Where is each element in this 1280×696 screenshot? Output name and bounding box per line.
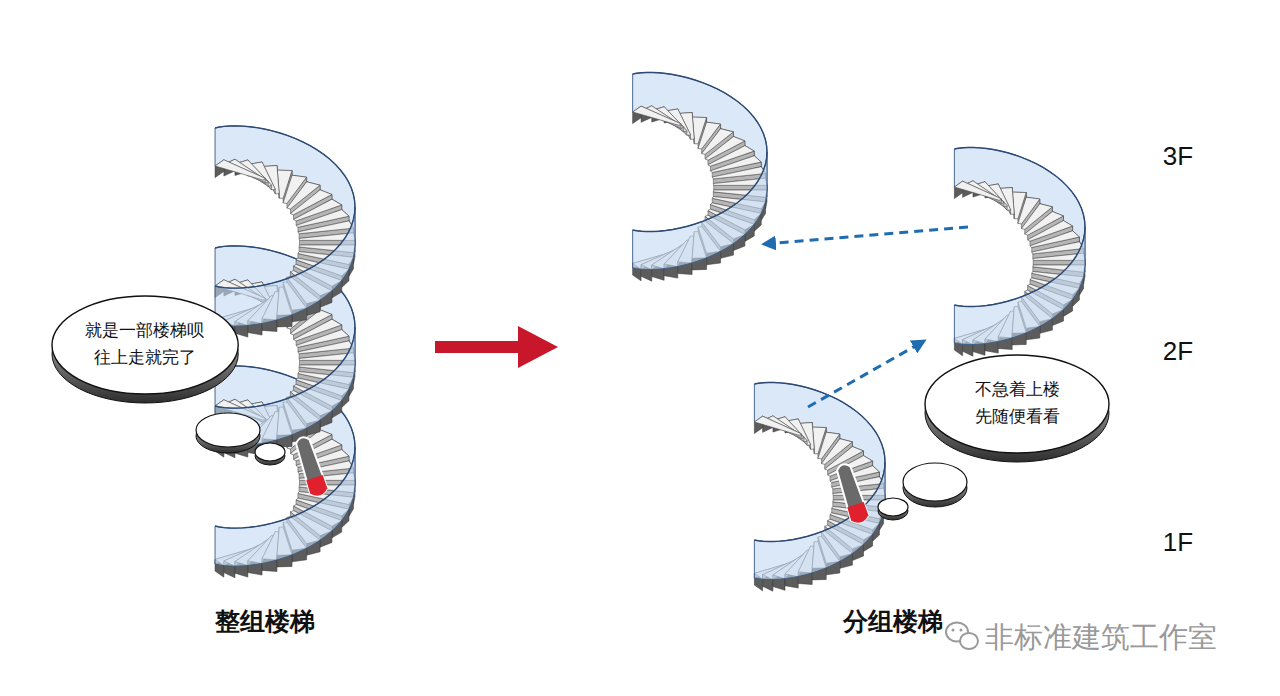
overlay (196, 227, 978, 649)
glass-balustrade (754, 382, 885, 500)
glass-rim (954, 227, 1085, 307)
glass-balustrade (215, 207, 355, 326)
floor-label: 1F (1163, 527, 1193, 558)
bubble-text: 不急着上楼 先随便看看 (949, 376, 1085, 430)
floor-label: 2F (1163, 336, 1193, 367)
glass-rim (754, 462, 885, 542)
step-tread (298, 221, 354, 234)
speech-bubble: 不急着上楼 先随便看看 (923, 353, 1111, 465)
glass-rim (754, 382, 885, 462)
glass-rim (215, 447, 355, 528)
stair-step (754, 416, 801, 438)
glass-balustrade (754, 462, 885, 580)
stair-step (633, 106, 681, 128)
glass-balustrade (954, 227, 1085, 345)
glass-balustrade (215, 447, 355, 566)
glass-rim (215, 126, 355, 207)
speech-bubble: 就是一部楼梯呗 往上走就完了 (50, 294, 240, 406)
step-tread (1032, 242, 1084, 254)
steps (754, 416, 885, 591)
person-body (293, 435, 329, 498)
thought-dots (196, 413, 967, 520)
glass-rim (954, 147, 1085, 227)
stair-step (215, 160, 265, 183)
dashed-arrow (808, 341, 924, 407)
step-tread (298, 341, 354, 354)
spiral-stair (954, 147, 1085, 356)
person-figure (293, 435, 329, 498)
step-tread (754, 416, 801, 435)
wechat-eye (952, 629, 955, 632)
thought-dot (196, 413, 260, 447)
glass-rim (633, 72, 767, 152)
figure-caption: 分组楼梯 (843, 607, 943, 637)
red-arrow-head (518, 326, 558, 368)
bubble-text: 就是一部楼梯呗 往上走就完了 (77, 317, 213, 371)
glass-rim (633, 152, 767, 232)
step-tread (633, 106, 681, 125)
glass-balustrade (215, 126, 355, 245)
spiral-stair (215, 126, 355, 338)
thought-dot (255, 443, 285, 461)
glass-balustrade (633, 72, 767, 190)
person-body (834, 462, 870, 525)
floor-label: 3F (1163, 141, 1193, 172)
red-arrow (435, 326, 558, 368)
wechat-icon (946, 623, 978, 650)
step-tread (215, 160, 265, 180)
dashed-arrow (764, 227, 968, 244)
glass-rim (215, 207, 355, 288)
person-figure (834, 462, 870, 525)
spiral-stair (754, 382, 885, 591)
bubble-face (52, 296, 238, 394)
person-feet (847, 502, 870, 525)
figure-caption: 整组楼梯 (215, 607, 315, 637)
step-tread (712, 167, 765, 179)
glass-balustrade (633, 152, 767, 270)
step-tread (954, 181, 1001, 200)
wechat-eye (960, 629, 963, 632)
stair-step (954, 181, 1001, 203)
person-feet (306, 475, 329, 498)
red-arrow-shaft (435, 341, 521, 353)
wechat-bubble (960, 633, 978, 649)
glass-balustrade (954, 147, 1085, 265)
thought-dot (903, 463, 967, 501)
steps (633, 106, 767, 281)
steps (954, 181, 1085, 356)
spiral-stair (633, 72, 767, 281)
bubble-face (925, 355, 1109, 453)
steps (215, 159, 355, 338)
thought-dot (878, 498, 908, 516)
watermark: 非标准建筑工作室 (985, 620, 1217, 655)
